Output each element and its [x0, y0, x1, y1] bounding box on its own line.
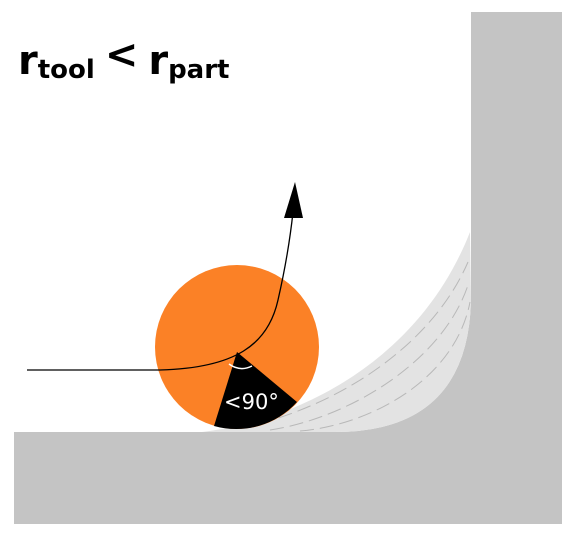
diagram-title: rtool<rpart: [18, 32, 229, 85]
title-part-subscript: part: [168, 55, 229, 85]
contact-sector: [214, 352, 297, 430]
feed-arrow-icon: [284, 182, 303, 218]
fillet-layer-line-1: [239, 261, 469, 429]
fillet-layer-line-3: [299, 301, 471, 432]
angle-arc: [228, 363, 253, 370]
fillet-material: [202, 232, 471, 432]
angle-label: <90°: [224, 390, 279, 414]
workpiece: [14, 12, 562, 524]
tool-path: [27, 211, 294, 371]
title-r-tool: r: [18, 38, 38, 84]
title-r-part: r: [148, 38, 168, 84]
fillet-layer-line-2: [269, 281, 470, 431]
title-operator: <: [105, 32, 139, 78]
title-tool-subscript: tool: [38, 55, 95, 85]
fillet-layer-lines: [239, 261, 471, 432]
